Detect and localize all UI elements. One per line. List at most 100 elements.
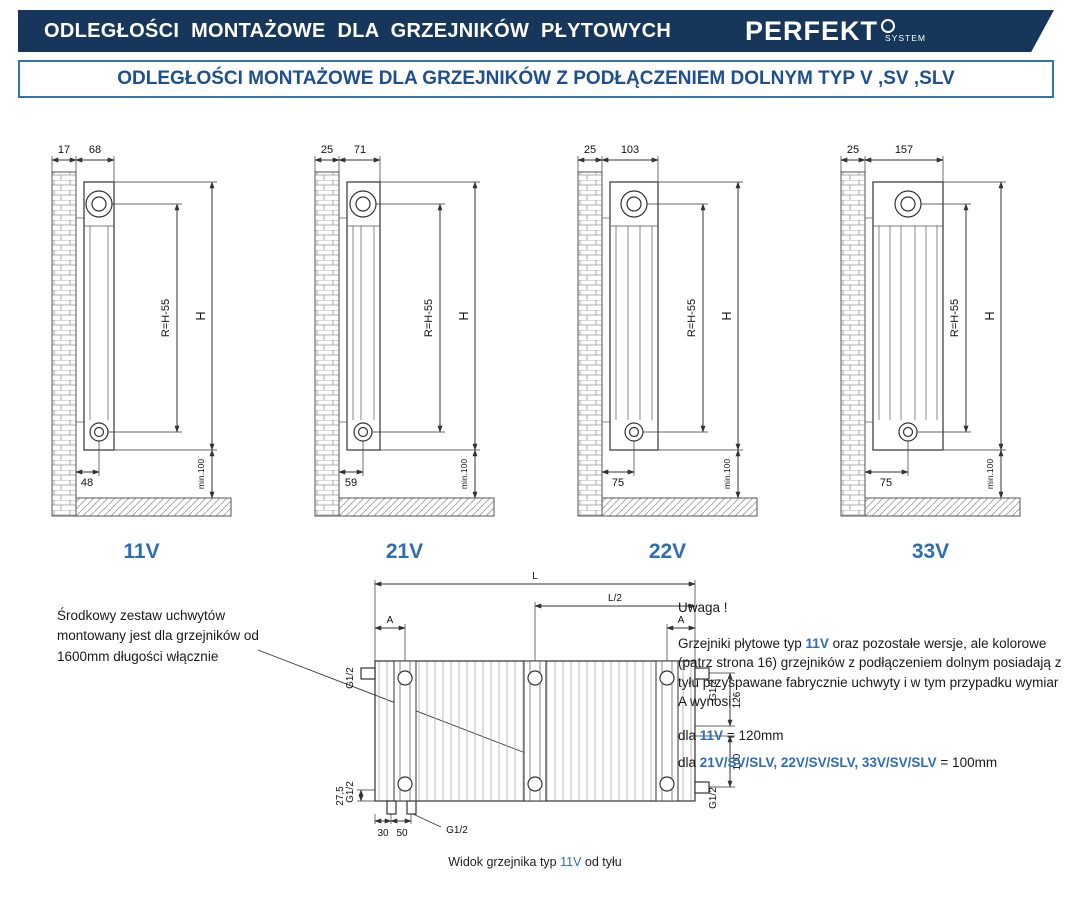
section-title: ODLEGŁOŚCI MONTAŻOWE DLA GRZEJNIKÓW Z PO… (117, 68, 955, 89)
dim-height: H (720, 311, 734, 320)
dim-126: 126 (732, 691, 743, 708)
wall (840, 171, 865, 517)
type-label-21v: 21V (385, 540, 424, 563)
radiator-section (601, 181, 659, 451)
brand-ring-icon (881, 18, 895, 33)
g12-left-top: G1/2 (345, 667, 356, 689)
dim-depth: 157 (894, 144, 912, 156)
dim-depth: 68 (88, 144, 100, 156)
type-label-22v: 22V (648, 540, 687, 563)
top-banner: ODLEGŁOŚCI MONTAŻOWE DLA GRZEJNIKÓW PŁYT… (18, 10, 1054, 52)
mounting-diagrams-row: 17 68 R=H-55 H min.100 48 11V (10, 120, 1062, 564)
diagram-column-21v: 25 71 R=H-55 H min.100 59 21V (273, 120, 536, 564)
dim-wall-offset: 25 (583, 144, 595, 156)
brand-subtitle: SYSTEM (885, 32, 926, 43)
dim-floor-clearance: min.100 (459, 459, 469, 490)
dim-100: 100 (732, 753, 743, 770)
section-header: ODLEGŁOŚCI MONTAŻOWE DLA GRZEJNIKÓW Z PO… (18, 60, 1054, 98)
type-label-33v: 33V (911, 540, 950, 563)
dim-bottom-offset: 75 (879, 477, 891, 489)
dim-bottom-offset: 59 (344, 477, 356, 489)
diagram-column-33v: 25 157 R=H-55 H min.100 75 33V (799, 120, 1062, 564)
caption-pre: Widok grzejnika typ (448, 855, 560, 869)
caption-type: 11V (560, 855, 582, 869)
bracket-right (655, 660, 679, 802)
dim-50: 50 (396, 828, 408, 839)
dim-height: H (457, 311, 471, 320)
diagram-column-11v: 17 68 R=H-55 H min.100 48 11V (10, 120, 273, 564)
dimensions: 25 71 R=H-55 H min.100 59 (313, 144, 480, 499)
dim-27-5: 27,5 (335, 786, 346, 806)
rear-view-wrapper: L L/2 A A G1/2 G1/2 G1/2 G1/2 126 (295, 566, 765, 891)
dim-depth: 103 (620, 144, 638, 156)
g12-right-top: G1/2 (708, 679, 719, 701)
bottom-section: Środkowy zestaw uchwytów montowany jest … (0, 566, 1072, 896)
line1-type: 11V (699, 727, 724, 743)
bracket-note: Środkowy zestaw uchwytów montowany jest … (57, 608, 259, 664)
dim-bottom-offset: 48 (80, 477, 92, 489)
dimensions: 25 157 R=H-55 H min.100 75 (839, 144, 1006, 499)
dim-floor-clearance: min.100 (196, 459, 206, 490)
line2-pre: dla (678, 755, 700, 771)
dim-pipe-spacing: R=H-55 (423, 299, 435, 337)
line1-post: = 120mm (723, 727, 784, 743)
dim-floor-clearance: min.100 (722, 459, 732, 490)
mounting-diagram-33v: 25 157 R=H-55 H min.100 75 (839, 144, 1020, 517)
dim-floor-clearance: min.100 (985, 459, 995, 490)
dim-pipe-spacing: R=H-55 (686, 299, 698, 337)
notice-block: Uwaga ! Grzejniki płytowe typ 11V oraz p… (678, 598, 1063, 781)
dim-wall-offset: 25 (846, 144, 858, 156)
dim-A-left: A (387, 615, 394, 626)
dim-height: H (983, 311, 997, 320)
bracket-left (393, 660, 417, 802)
brand-logo: PERFEKT SYSTEM (744, 15, 925, 47)
radiator-section (338, 181, 381, 451)
radiator-section (864, 181, 944, 451)
notice-body: Grzejniki płytowe typ 11V oraz pozostałe… (678, 634, 1063, 712)
diagram-column-22v: 25 103 R=H-55 H min.100 75 22V (536, 120, 799, 564)
dim-bottom-offset: 75 (611, 477, 623, 489)
g12-bottom: G1/2 (446, 825, 468, 836)
radiator-section (75, 181, 115, 451)
brand-name: PERFEKT (744, 15, 878, 46)
g12-left-bottom: G1/2 (345, 781, 356, 803)
g12-right-bottom: G1/2 (708, 787, 719, 809)
banner-title: ODLEGŁOŚCI MONTAŻOWE DLA GRZEJNIKÓW PŁYT… (44, 19, 672, 42)
connections (360, 667, 710, 815)
notice-line-1: dla 11V = 120mm (678, 726, 1063, 746)
dim-pipe-spacing: R=H-55 (160, 299, 172, 337)
dim-30: 30 (377, 828, 389, 839)
line2-types: 21V/SV/SLV, 22V/SV/SLV, 33V/SV/SLV (699, 755, 937, 771)
dim-depth: 71 (353, 144, 365, 156)
mounting-diagram-22v: 25 103 R=H-55 H min.100 75 (576, 144, 757, 517)
dimensions: 17 68 R=H-55 H min.100 48 (50, 144, 217, 499)
notice-body-pre: Grzejniki płytowe typ (678, 635, 806, 651)
line1-pre: dla (678, 727, 700, 743)
type-label-11v: 11V (123, 540, 160, 563)
caption-post: od tyłu (581, 855, 621, 869)
dim-L2: L/2 (608, 593, 622, 604)
wall (51, 171, 76, 517)
rear-view-diagram: L L/2 A A G1/2 G1/2 G1/2 G1/2 126 (335, 571, 743, 869)
wall (577, 171, 602, 517)
floor (75, 497, 231, 517)
dim-height: H (194, 311, 208, 320)
mounting-diagram-21v: 25 71 R=H-55 H min.100 59 (313, 144, 494, 517)
floor (864, 497, 1020, 517)
notice-body-type: 11V (805, 635, 829, 651)
notice-title: Uwaga ! (678, 600, 728, 615)
wall (314, 171, 339, 517)
dimensions: 25 103 R=H-55 H min.100 75 (576, 144, 743, 499)
floor (338, 497, 494, 517)
rear-dimensions: L L/2 A A G1/2 G1/2 G1/2 G1/2 126 (335, 571, 743, 839)
notice-body-post: oraz pozostałe wersje, ale kolorowe (pat… (678, 635, 1062, 710)
dim-L: L (532, 571, 538, 582)
dim-wall-offset: 25 (320, 144, 332, 156)
line2-post: = 100mm (936, 755, 998, 771)
dim-wall-offset: 17 (57, 144, 69, 156)
dim-pipe-spacing: R=H-55 (949, 299, 961, 337)
bracket-center (523, 660, 547, 802)
dim-A-right: A (678, 615, 685, 626)
rear-view-caption: Widok grzejnika typ 11V od tyłu (448, 855, 622, 869)
mounting-diagram-11v: 17 68 R=H-55 H min.100 48 (50, 144, 231, 517)
